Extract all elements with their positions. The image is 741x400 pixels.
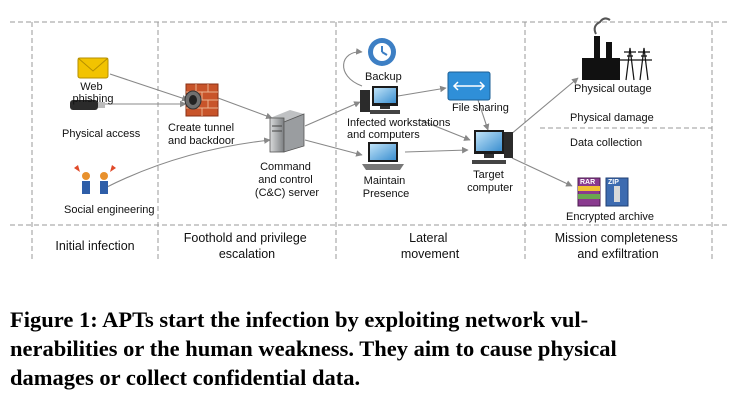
arrow-backup-loop [343, 48, 363, 87]
frame [10, 21, 730, 260]
label-infected-workstations: Infected workstations and computers [347, 117, 453, 141]
rar-archive-icon: RAR [577, 177, 601, 207]
arrow-social-cc [104, 137, 271, 189]
power-plant-icon [582, 17, 652, 81]
zip-archive-icon: ZIP [605, 177, 629, 207]
arrow-tunnel-cc [217, 97, 273, 120]
zip-label: ZIP [608, 179, 619, 186]
figure-caption: Figure 1: APTs start the infection by ex… [10, 305, 735, 392]
firewall-icon [184, 83, 219, 117]
server-icon [269, 110, 305, 153]
arrow-workstation-target [419, 119, 471, 141]
rar-label: RAR [580, 179, 595, 186]
caption-line-3: damages or collect confidential data. [10, 365, 361, 390]
arrow-laptop-target [404, 146, 469, 154]
label-create-tunnel: Create tunnel and backdoor [168, 122, 237, 147]
arrow-filesharing-target [477, 99, 490, 131]
apt-lifecycle-diagram: RAR ZIP Web phishing Physical access Soc… [10, 17, 730, 261]
envelope-icon [77, 57, 109, 79]
flow-arrows [100, 48, 579, 189]
workstation-icon [360, 86, 400, 114]
arrow-cc-workstation [304, 101, 361, 127]
usb-drive-icon [70, 100, 105, 110]
label-backup: Backup [365, 71, 402, 83]
stage-mission-completeness: Mission completeness and exfiltration [555, 231, 681, 261]
arrow-target-archive [511, 157, 573, 187]
label-web-phishing: Web phishing [73, 81, 114, 105]
label-physical-access: Physical access [62, 128, 141, 140]
social-engineering-icon [74, 165, 116, 194]
label-social-engineering: Social engineering [64, 204, 155, 216]
caption-line-1: Figure 1: APTs start the infection by ex… [10, 307, 589, 332]
arrow-phishing-tunnel [109, 73, 189, 102]
arrow-cc-laptop [304, 139, 363, 157]
label-physical-outage: Physical outage [574, 83, 652, 95]
label-physical-damage: Physical damage [570, 112, 654, 124]
stage-initial-infection: Initial infection [55, 239, 134, 253]
stage-foothold: Foothold and privilege escalation [184, 231, 310, 261]
label-cc-server: Command and control (C&C) server [255, 161, 320, 199]
label-encrypted-archive: Encrypted archive [566, 211, 654, 223]
caption-line-2: nerabilities or the human weakness. They… [10, 336, 617, 361]
stage-lateral-movement: Lateral movement [401, 231, 460, 261]
laptop-icon [362, 142, 404, 170]
target-computer-icon [472, 130, 513, 164]
label-target-computer: Target computer [467, 169, 513, 194]
file-sharing-icon [447, 71, 491, 101]
label-file-sharing: File sharing [452, 102, 509, 114]
backup-icon [368, 38, 396, 66]
arrow-target-outage [509, 77, 579, 136]
arrow-workstation-filesharing [397, 85, 447, 97]
label-data-collection: Data collection [570, 137, 642, 149]
label-maintain-presence: Maintain Presence [363, 175, 409, 200]
